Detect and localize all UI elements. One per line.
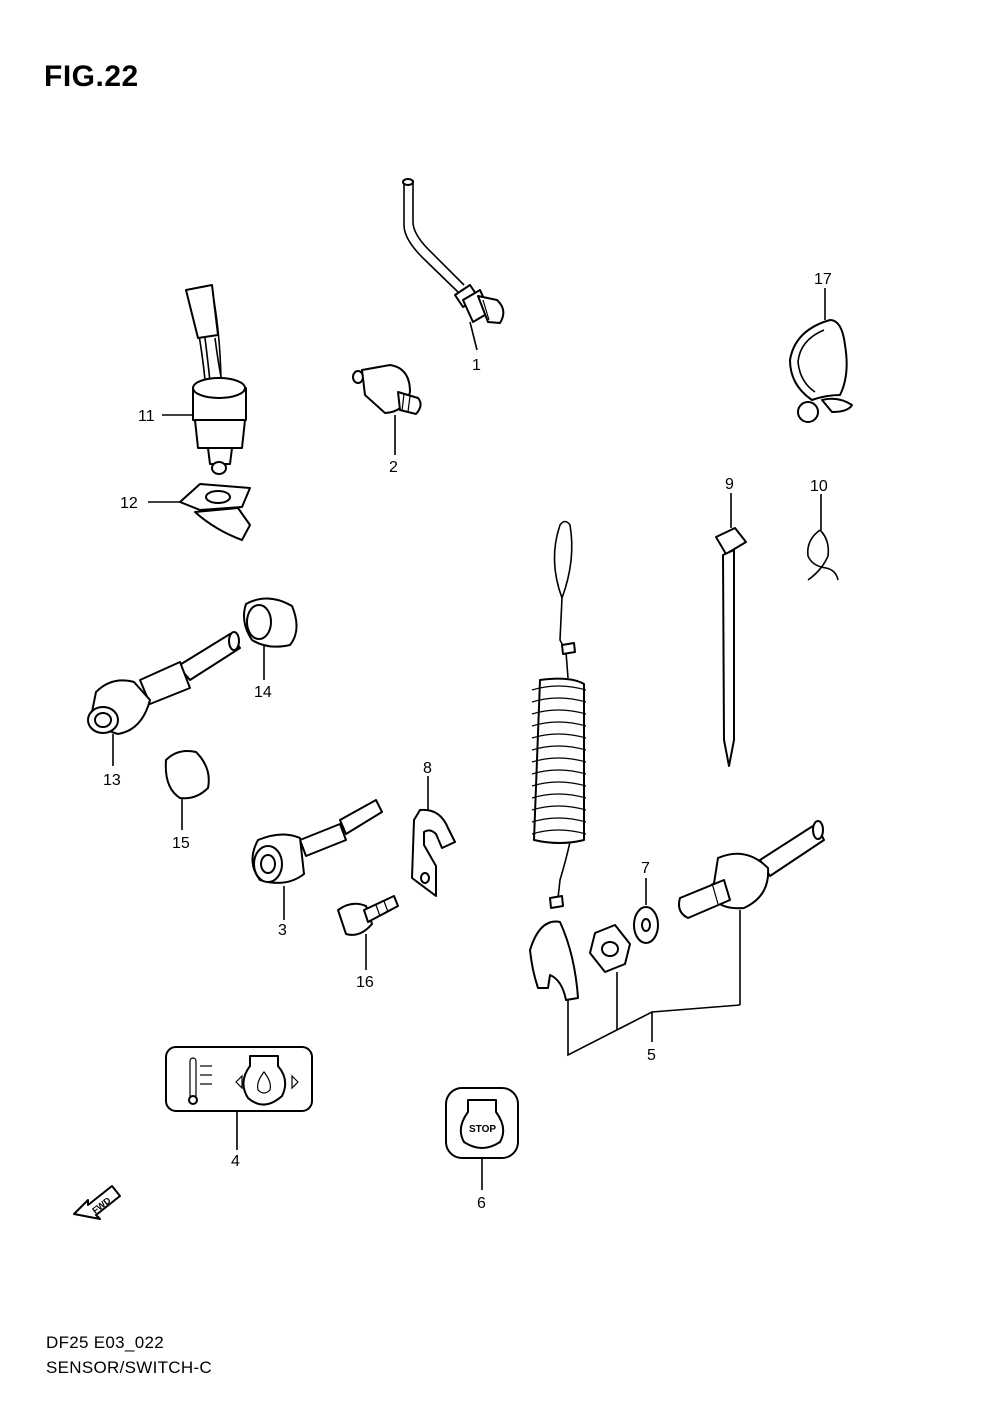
callout-4: 4 — [231, 1153, 240, 1170]
part-2-sensor — [352, 364, 422, 415]
coil-spring-lines — [531, 685, 587, 835]
part-12-bracket — [179, 483, 251, 541]
callout-9: 9 — [725, 476, 734, 493]
part-6-stop-plate: STOP — [445, 1087, 519, 1159]
part-13-connector — [87, 631, 241, 735]
callout-8: 8 — [423, 760, 432, 777]
figure-title: FIG.22 — [44, 60, 139, 93]
part-4-label-plate — [165, 1046, 313, 1112]
fwd-arrow-icon: FWD — [73, 1185, 121, 1220]
part-5-lanyard-switch — [529, 520, 825, 1001]
callout-12: 12 — [120, 495, 138, 512]
callout-2: 2 — [389, 459, 398, 476]
part-17-clamp — [789, 319, 853, 423]
part-14-grommet — [243, 597, 298, 648]
part-11-switch — [185, 284, 247, 475]
part-9-cable-tie — [715, 527, 747, 767]
callout-6: 6 — [477, 1195, 486, 1212]
part-10-clip — [806, 529, 839, 581]
callout-3: 3 — [278, 922, 287, 939]
callout-15: 15 — [172, 835, 190, 852]
callout-11: 11 — [138, 408, 155, 425]
part-15-cap — [164, 750, 210, 800]
drawing-code: DF25 E03_022 — [46, 1333, 164, 1352]
callout-10: 10 — [810, 478, 828, 495]
part-1-sensor — [402, 178, 505, 324]
callout-16: 16 — [356, 974, 374, 991]
callout-7: 7 — [641, 860, 650, 877]
callout-17: 17 — [814, 271, 832, 288]
part-3-connector — [251, 799, 383, 884]
part-8-bracket — [411, 808, 456, 897]
callout-5: 5 — [647, 1047, 656, 1064]
stop-label: STOP — [469, 1124, 496, 1135]
drawing-name: SENSOR/SWITCH-C — [46, 1358, 212, 1377]
part-16-bolt — [337, 895, 399, 936]
callout-13: 13 — [103, 772, 121, 789]
callout-14: 14 — [254, 684, 272, 701]
callout-1: 1 — [472, 357, 481, 374]
